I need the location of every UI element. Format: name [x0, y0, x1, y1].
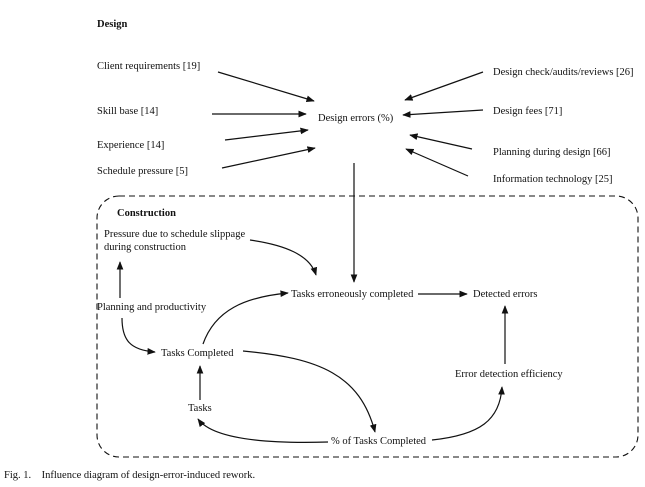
arrow-check-to-errors: [404, 71, 484, 101]
arrow-tasks-completed-to-pct: [242, 350, 377, 433]
arrow-fees-to-errors: [402, 109, 484, 118]
pressure-node-line1: Pressure due to schedule slippage: [104, 229, 245, 240]
factor-schedule-pressure: Schedule pressure [5]: [97, 166, 188, 177]
figure-caption: Fig. 1. Influence diagram of design-erro…: [4, 470, 256, 481]
pressure-node-line2: during construction: [104, 242, 187, 253]
tasks-node: Tasks: [188, 403, 212, 414]
planning-productivity-node: Planning and productivity: [97, 302, 207, 313]
factor-skill-base: Skill base [14]: [97, 106, 158, 117]
arrow-tasks-completed-to-erroneous: [202, 290, 289, 345]
error-detection-efficiency-node: Error detection efficiency: [455, 369, 563, 380]
tasks-completed-node: Tasks Completed: [161, 348, 234, 359]
arrow-planning-to-tasks-completed: [121, 317, 156, 355]
factor-client-requirements: Client requirements [19]: [97, 61, 200, 72]
arrow-planning-design-to-errors: [409, 133, 473, 150]
arrow-pct-to-detection-efficiency: [431, 386, 505, 441]
arrow-client-to-errors: [217, 71, 315, 103]
arrow-experience-to-errors: [224, 127, 309, 141]
arrow-it-to-errors: [405, 148, 469, 177]
factor-design-fees: Design fees [71]: [493, 106, 562, 117]
tasks-erroneously-node: Tasks erroneously completed: [291, 289, 414, 300]
arrow-pressure-to-erroneous: [249, 239, 318, 276]
design-section-title: Design: [97, 19, 127, 30]
construction-boundary: [96, 195, 639, 458]
arrow-schedule-to-errors: [221, 146, 316, 169]
construction-section-title: Construction: [117, 208, 176, 219]
factor-design-check: Design check/audits/reviews [26]: [493, 67, 634, 78]
factor-planning-during-design: Planning during design [66]: [493, 147, 611, 158]
factor-information-technology: Information technology [25]: [493, 174, 613, 185]
arrow-pct-to-tasks: [197, 418, 329, 443]
design-errors-node: Design errors (%): [318, 113, 394, 124]
factor-experience: Experience [14]: [97, 140, 164, 151]
detected-errors-node: Detected errors: [473, 289, 537, 300]
pct-tasks-completed-node: % of Tasks Completed: [331, 436, 427, 447]
